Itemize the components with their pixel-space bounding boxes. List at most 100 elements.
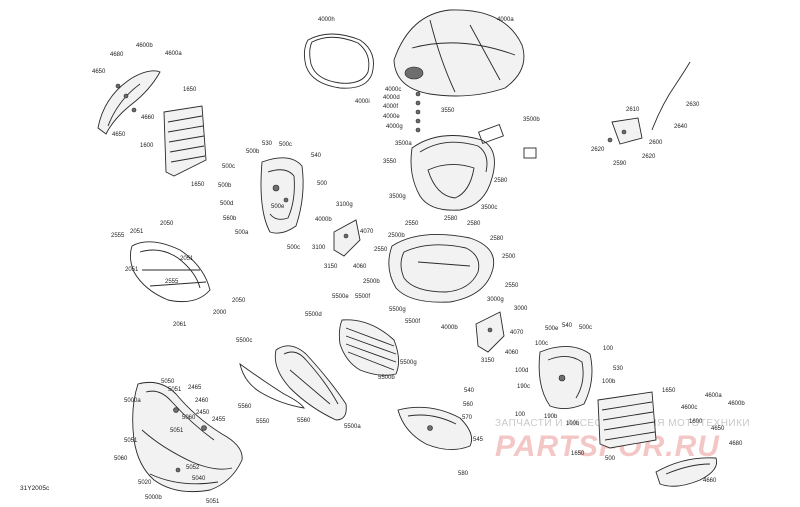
part-headlight-bezel — [274, 345, 347, 421]
callout-label: 2550 — [505, 283, 519, 289]
part-left-mirror-bracket — [97, 70, 161, 135]
callout-label: 560b — [223, 216, 237, 222]
callout-label: 2050 — [160, 221, 174, 227]
callout-label: 2630 — [686, 102, 700, 108]
callout-label: 4600b — [728, 401, 745, 407]
part-lower-shroud-frame — [129, 241, 211, 303]
callout-label: 5550 — [256, 419, 270, 425]
callout-label: 5051 — [168, 387, 182, 393]
callout-label: 2051 — [180, 256, 194, 262]
callout-label: 540 — [464, 388, 475, 394]
callout-label: 2051 — [130, 229, 144, 235]
callout-label: 2590 — [613, 161, 627, 167]
callout-label: 500c — [279, 142, 292, 148]
callout-label: 540 — [562, 323, 573, 329]
callout-label: 3150 — [324, 264, 338, 270]
part-left-grille — [163, 105, 207, 177]
callout-label: 4600c — [681, 405, 697, 411]
callout-label: 500 — [317, 181, 328, 187]
part-right-bracket — [475, 311, 505, 353]
callout-label: 2555 — [111, 233, 125, 239]
callout-label: 5500f — [405, 319, 420, 325]
callout-label: 4070 — [360, 229, 374, 235]
callout-label: 4060 — [353, 264, 367, 270]
callout-label: 5051 — [206, 499, 220, 505]
callout-label: 5500c — [236, 338, 252, 344]
callout-label: 100b — [602, 379, 616, 385]
callout-label: 3000 — [514, 306, 528, 312]
callout-label: 5560 — [297, 418, 311, 424]
callout-label: 2450 — [196, 410, 210, 416]
callout-label: 100d — [515, 368, 528, 374]
callout-label: 5000b — [145, 495, 162, 501]
callout-label: 4000d — [383, 95, 400, 101]
callout-label: 2500 — [502, 254, 516, 260]
part-left-bracket — [333, 219, 361, 257]
callout-label: 4680 — [729, 441, 743, 447]
callout-label: 3150 — [481, 358, 495, 364]
part-cable-assembly — [607, 61, 691, 145]
callout-label: 1600 — [140, 143, 154, 149]
callout-label: 500d — [220, 201, 233, 207]
callout-label: 2465 — [188, 385, 202, 391]
callout-label: 2555 — [165, 279, 179, 285]
callout-label: 500b — [246, 149, 260, 155]
callout-label: 5040 — [192, 476, 206, 482]
callout-label: 2620 — [642, 154, 656, 160]
part-storage-bin — [410, 124, 537, 211]
callout-label: 3500g — [389, 194, 406, 200]
callout-label: 5051 — [170, 428, 184, 434]
callout-label: 190c — [517, 384, 530, 390]
callout-label: 4600a — [165, 51, 182, 57]
callout-label: 2600 — [649, 140, 663, 146]
callout-label: 500b — [218, 183, 232, 189]
callout-label: 5560 — [238, 404, 252, 410]
callout-label: 2061 — [173, 322, 187, 328]
callout-label: 5500b — [378, 375, 395, 381]
part-front-fascia — [132, 381, 243, 493]
part-left-side-panel — [260, 157, 304, 234]
part-right-grille — [597, 391, 657, 449]
callout-label: 500 — [605, 456, 616, 462]
callout-label: 4000f — [383, 104, 398, 110]
callout-label: 2500b — [388, 233, 405, 239]
callout-label: 4000b — [441, 325, 458, 331]
callout-label: 5050 — [161, 379, 175, 385]
callout-label: 100 — [603, 346, 614, 352]
callout-label: 1650 — [571, 451, 585, 457]
callout-label: 4060 — [505, 350, 519, 356]
callout-label: 2550 — [405, 221, 419, 227]
callout-label: 4660 — [141, 115, 155, 121]
part-right-mirror-bracket — [655, 457, 718, 487]
callout-label: 5500g — [400, 360, 417, 366]
callout-label: 500c — [579, 325, 592, 331]
callout-label: 4000a — [497, 17, 514, 23]
callout-label: 4600a — [705, 393, 722, 399]
callout-label: 500a — [235, 230, 249, 236]
callout-label: 580 — [458, 471, 469, 477]
callout-label: 4000c — [385, 87, 401, 93]
callout-label: 190b — [544, 414, 558, 420]
callout-label: 4000e — [383, 114, 400, 120]
callout-label: 5500d — [305, 312, 322, 318]
callout-label: 540 — [311, 153, 322, 159]
callout-label: 5051 — [124, 438, 138, 444]
callout-label: 530 — [613, 366, 624, 372]
callout-label: 2000 — [213, 310, 227, 316]
callout-label: 5500e — [332, 294, 349, 300]
callout-label: 5500f — [355, 294, 370, 300]
part-dash-frame — [388, 234, 495, 303]
callout-label: 2580 — [467, 221, 481, 227]
callout-label: 5052 — [186, 465, 200, 471]
callout-label: 3500a — [395, 141, 412, 147]
callout-label: 2580 — [490, 236, 504, 242]
callout-label: 4000h — [318, 17, 335, 23]
callout-label: 4000b — [315, 217, 332, 223]
callout-label: 3500b — [523, 117, 540, 123]
callout-label: 3100g — [336, 202, 353, 208]
callout-label: 5060 — [182, 415, 196, 421]
callout-label: 5020 — [138, 480, 152, 486]
callout-label: 4650 — [711, 426, 725, 432]
callout-label: 2580 — [444, 216, 458, 222]
diagram-code: 31Y2005c — [20, 485, 50, 492]
